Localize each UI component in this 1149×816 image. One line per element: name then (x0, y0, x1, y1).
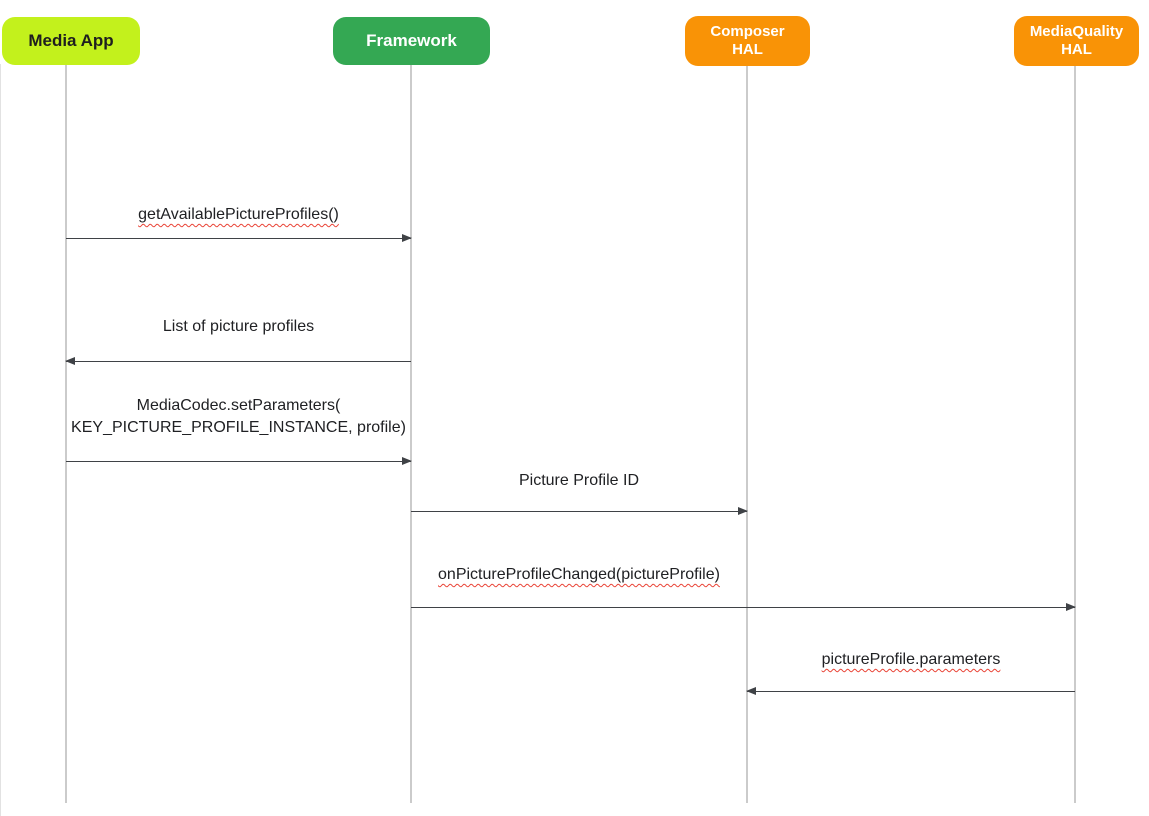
message-text: pictureProfile.parameters (821, 651, 1001, 668)
actor-box-framework[interactable]: Framework (333, 17, 490, 65)
message-arrow-pictureprofile-parameters (746, 687, 1075, 695)
lifeline-mediaquality-hal (1074, 65, 1076, 803)
arrowhead-left-icon (746, 687, 756, 695)
actor-label-mediaquality-line2: HAL (1061, 41, 1092, 58)
arrowhead-right-icon (402, 457, 412, 465)
message-text-line2: KEY_PICTURE_PROFILE_INSTANCE, profile) (71, 419, 406, 436)
actor-box-composer-hal[interactable]: Composer HAL (685, 16, 810, 66)
message-label-list-of-picture-profiles[interactable]: List of picture profiles (66, 318, 411, 336)
message-text: List of picture profiles (162, 318, 315, 335)
message-text-line1: MediaCodec.setParameters( (136, 397, 341, 414)
arrow-line (66, 361, 411, 362)
message-text: onPictureProfileChanged(pictureProfile) (438, 566, 720, 583)
arrowhead-left-icon (65, 357, 75, 365)
message-text: Picture Profile ID (518, 472, 640, 489)
actor-label-mediaquality-line1: MediaQuality (1029, 23, 1124, 40)
message-text: getAvailablePictureProfiles() (138, 206, 339, 223)
lifeline-composer-hal (746, 65, 748, 803)
arrowhead-right-icon (738, 507, 748, 515)
message-label-get-available-picture-profiles[interactable]: getAvailablePictureProfiles() (66, 206, 411, 224)
message-label-mediacodec-setparameters[interactable]: MediaCodec.setParameters( KEY_PICTURE_PR… (16, 395, 461, 439)
message-label-picture-profile-id[interactable]: Picture Profile ID (411, 472, 747, 490)
arrowhead-right-icon (1066, 603, 1076, 611)
arrow-line (66, 238, 411, 239)
message-arrow-get-available-picture-profiles (66, 234, 412, 242)
actor-label-media-app: Media App (28, 31, 114, 50)
arrowhead-right-icon (402, 234, 412, 242)
message-arrow-list-of-picture-profiles (65, 357, 411, 365)
arrow-line (411, 607, 1075, 608)
lifeline-media-app (65, 65, 67, 803)
message-arrow-on-picture-profile-changed (411, 603, 1076, 611)
arrow-line (747, 691, 1075, 692)
lifeline-framework (410, 65, 412, 803)
canvas-left-edge (0, 64, 1, 816)
actor-label-composer-line1: Composer (710, 23, 785, 40)
actor-box-media-app[interactable]: Media App (2, 17, 140, 65)
arrow-line (411, 511, 747, 512)
message-arrow-mediacodec-setparameters (66, 457, 412, 465)
actor-box-mediaquality-hal[interactable]: MediaQuality HAL (1014, 16, 1139, 66)
actor-label-framework: Framework (366, 31, 457, 50)
message-label-on-picture-profile-changed[interactable]: onPictureProfileChanged(pictureProfile) (411, 566, 747, 584)
arrow-line (66, 461, 411, 462)
message-arrow-picture-profile-id (411, 507, 748, 515)
actor-label-composer-line2: HAL (732, 41, 763, 58)
message-label-pictureprofile-parameters[interactable]: pictureProfile.parameters (747, 651, 1075, 669)
